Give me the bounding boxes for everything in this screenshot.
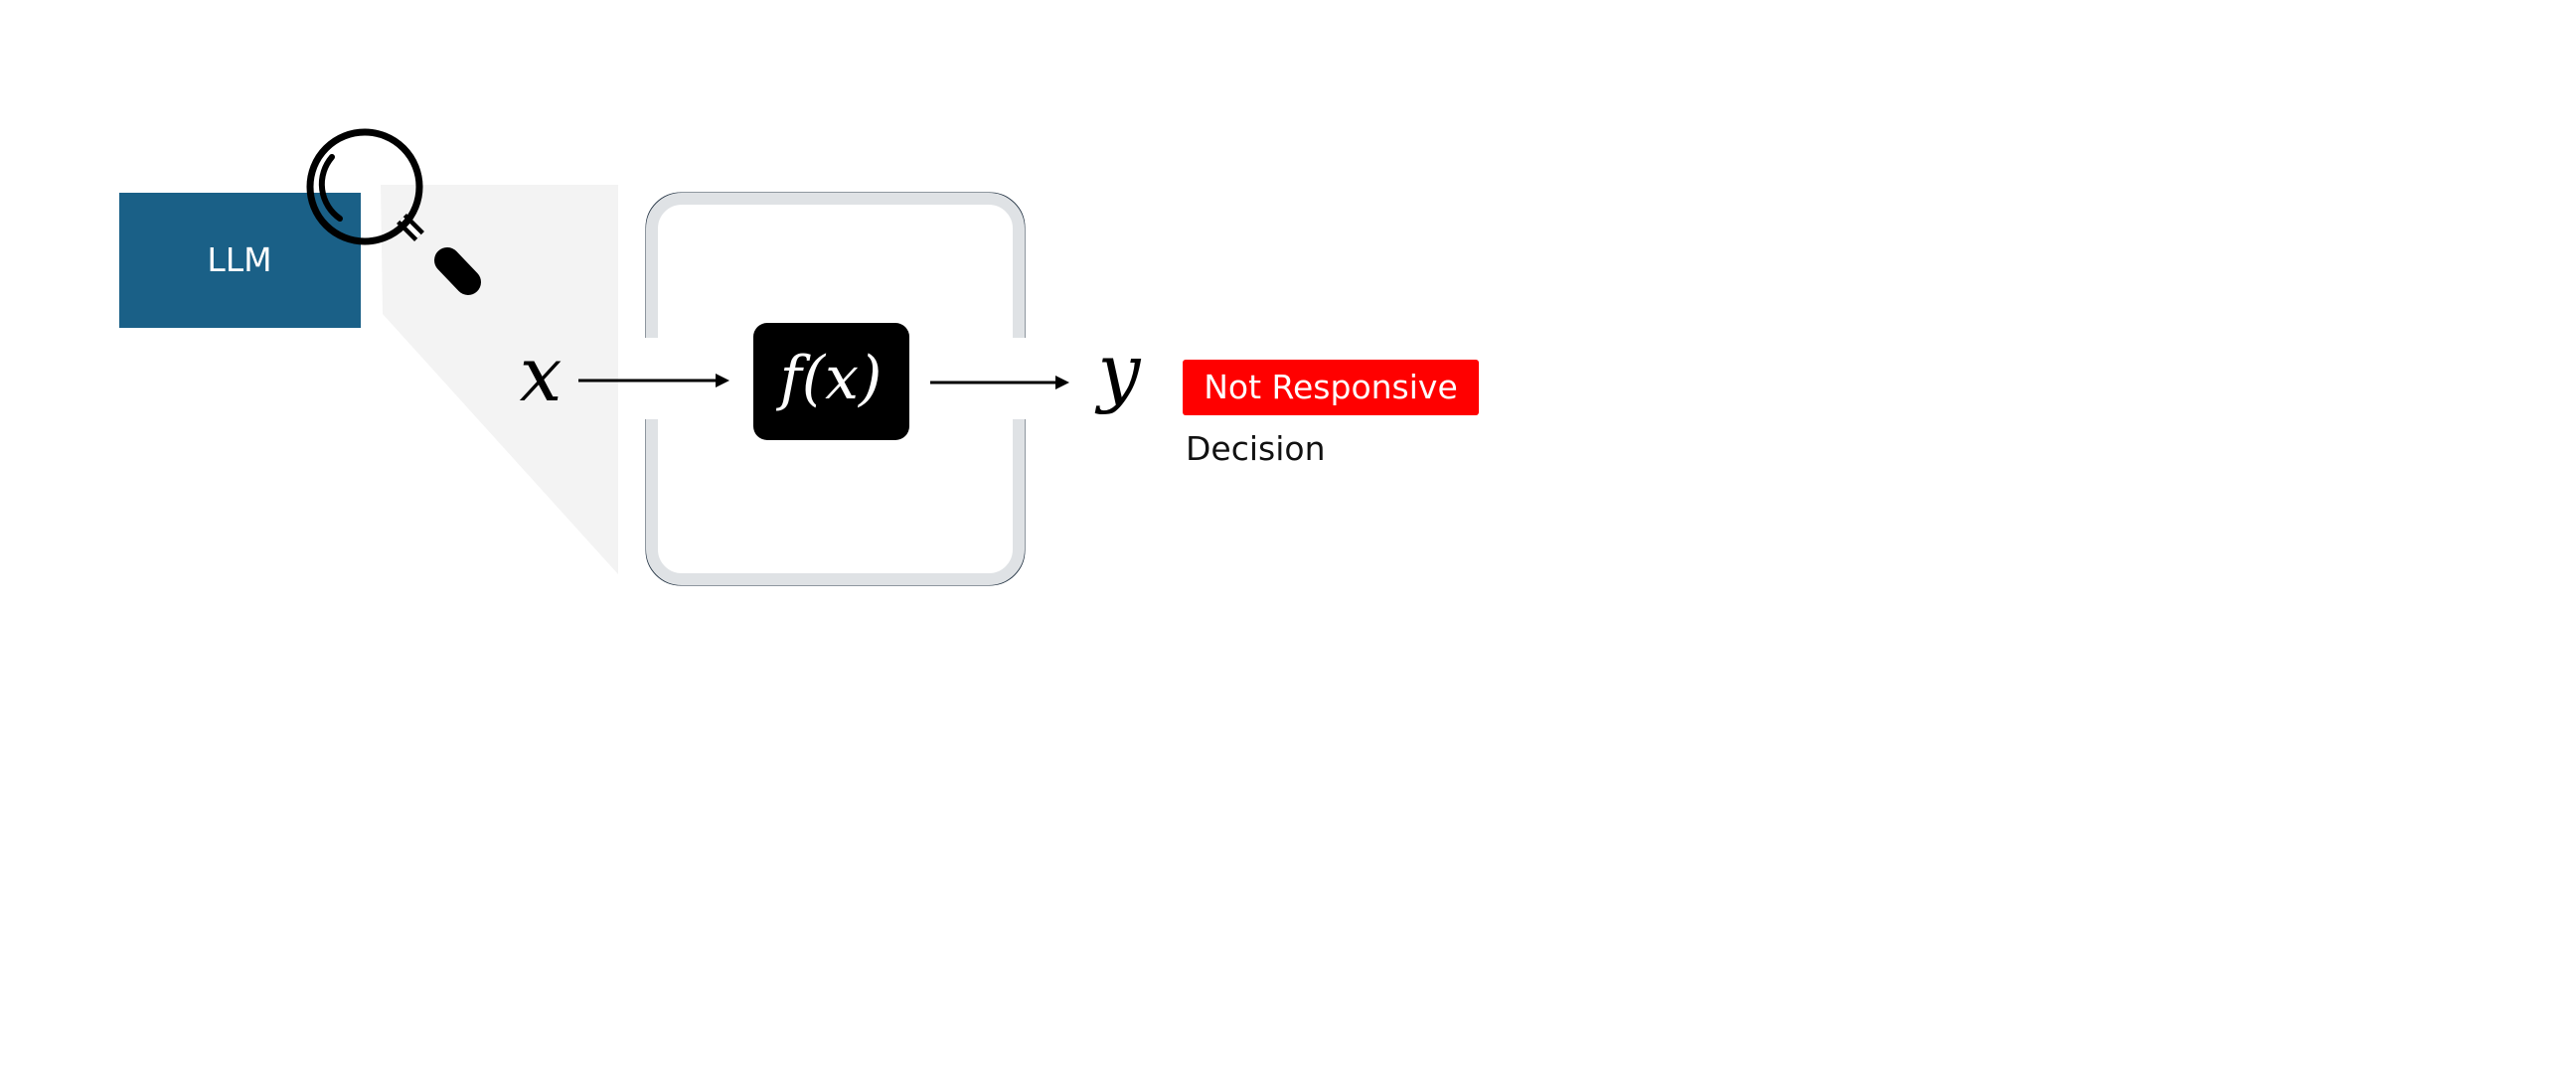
decision-badge: Not Responsive: [1183, 360, 1479, 415]
output-symbol: y: [1095, 327, 1142, 415]
decision-caption: Decision: [1186, 429, 1326, 468]
arrow-right-icon: [930, 376, 1069, 389]
decision-badge-text: Not Responsive: [1204, 368, 1458, 406]
function-label: f(x): [776, 344, 883, 413]
function-box: f(x): [753, 323, 909, 440]
llm-box: LLM: [119, 193, 361, 328]
arrow-right-icon: [578, 374, 729, 387]
magnifying-glass-icon: [306, 128, 481, 295]
input-symbol: x: [520, 330, 563, 418]
inspection-cone: [381, 185, 618, 574]
llm-label: LLM: [207, 240, 271, 279]
